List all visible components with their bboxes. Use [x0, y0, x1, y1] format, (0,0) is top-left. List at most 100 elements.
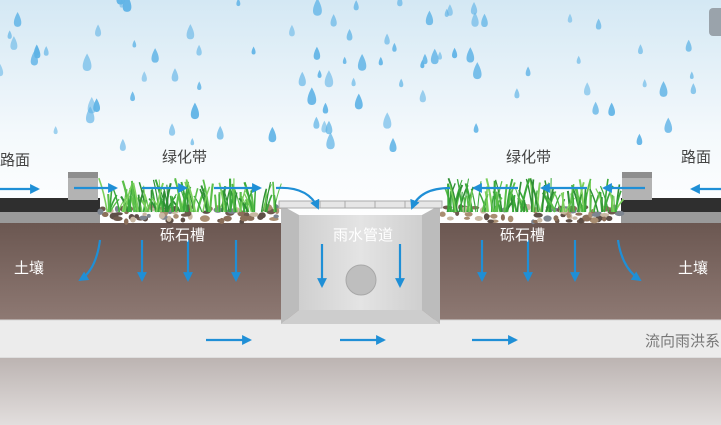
raindrop-icon [119, 138, 126, 151]
grass-icon [575, 187, 581, 213]
raindrop-icon [353, 0, 359, 11]
gravel-icon [589, 217, 599, 224]
label-soil-left: 土壤 [14, 259, 45, 277]
raindrop-icon [420, 60, 425, 69]
grass-icon [193, 195, 203, 213]
raindrop-icon [342, 56, 347, 65]
grass-icon [123, 183, 133, 213]
raindrop-icon [130, 91, 136, 102]
raindrop-icon [392, 42, 397, 52]
raindrop-icon [10, 36, 18, 50]
gravel-icon [134, 214, 140, 219]
gravel-icon [605, 215, 613, 222]
grass-icon [163, 188, 169, 213]
raindrop-icon [444, 8, 449, 17]
label-gravel-trench-right: 砾石槽 [500, 226, 546, 244]
gravel-icon [199, 215, 210, 222]
grass-icon [530, 179, 535, 213]
raindrop-icon [326, 132, 335, 150]
grass-icon [520, 178, 531, 213]
raindrop-icon [236, 0, 241, 7]
raindrop-icon [330, 14, 337, 27]
grass-icon [98, 177, 109, 213]
grass-icon [464, 183, 473, 213]
grass-icon [202, 186, 211, 213]
gravel-icon [600, 213, 610, 218]
raindrop-icon [583, 82, 591, 96]
raindrop-icon [425, 10, 434, 26]
expand-button[interactable] [709, 8, 721, 36]
raindrop-icon [251, 46, 256, 55]
raindrop-icon [313, 116, 320, 129]
grass-icon [456, 179, 463, 213]
gravel-icon [483, 213, 490, 221]
grass-icon [529, 178, 540, 213]
grass-icon [584, 192, 588, 213]
raindrop-icon [307, 87, 317, 105]
pipe-opening [345, 264, 377, 296]
grass-icon [171, 196, 175, 213]
grass-icon [613, 196, 616, 213]
gravel-icon [533, 212, 543, 218]
raindrop-icon [82, 53, 92, 72]
grass-icon [243, 193, 253, 213]
grass-icon [209, 183, 214, 213]
grass-icon [231, 184, 235, 213]
grass-icon [547, 198, 556, 213]
gravel-icon [507, 215, 514, 223]
raindrop-icon [685, 39, 692, 52]
gravel-icon [166, 215, 172, 222]
grass-icon [196, 187, 207, 213]
gravel-icon [575, 212, 583, 216]
pavement-right [621, 198, 721, 212]
grass-icon [223, 190, 230, 213]
gravel-icon [536, 217, 543, 223]
raindrop-icon [43, 46, 49, 56]
grass-icon [599, 185, 610, 213]
raindrop-icon [190, 102, 200, 120]
grass-icon [265, 194, 273, 213]
grass-icon [164, 182, 172, 213]
label-road-left: 路面 [0, 151, 31, 169]
label-green-belt-left: 绿化带 [162, 148, 208, 166]
grass-icon [452, 179, 463, 213]
grass-icon [213, 194, 218, 213]
gravel-icon [487, 219, 494, 224]
raindrop-icon [216, 125, 224, 140]
grass-icon [593, 191, 601, 213]
grass-icon [512, 194, 516, 213]
raindrop-icon [689, 71, 694, 80]
grass-icon [155, 182, 164, 213]
raindrop-icon [451, 47, 458, 59]
gravel-icon [273, 214, 279, 219]
gravel-icon [566, 213, 571, 218]
raindrop-icon [346, 28, 353, 41]
pipe-structure [278, 200, 443, 324]
raindrop-icon [473, 123, 479, 133]
gravel-icon [113, 216, 123, 221]
label-gravel-trench-left: 砾石槽 [160, 226, 206, 244]
raindrop-icon [437, 51, 442, 60]
grass-icon [494, 179, 503, 213]
gravel-icon [249, 212, 259, 217]
raindrop-icon [595, 18, 602, 30]
raindrop-icon [357, 54, 367, 71]
raindrop-icon [298, 71, 306, 87]
grass-icon [466, 195, 470, 213]
grass-icon [157, 198, 163, 213]
gravel-icon [146, 213, 151, 218]
raindrop-icon [13, 12, 22, 27]
raindrop-icon [576, 55, 581, 64]
grass-icon [589, 188, 599, 213]
grass-icon [137, 189, 145, 213]
raindrop-icon [141, 71, 147, 82]
grass-icon [478, 192, 487, 213]
gravel-icon [602, 216, 607, 222]
gravel-icon [553, 215, 559, 222]
grass-icon [243, 181, 253, 213]
gravel-icon [239, 215, 249, 222]
raindrop-icon [34, 44, 40, 56]
raindrop-icon [659, 81, 668, 97]
grass-icon [130, 180, 136, 213]
grass-icon [614, 190, 622, 213]
